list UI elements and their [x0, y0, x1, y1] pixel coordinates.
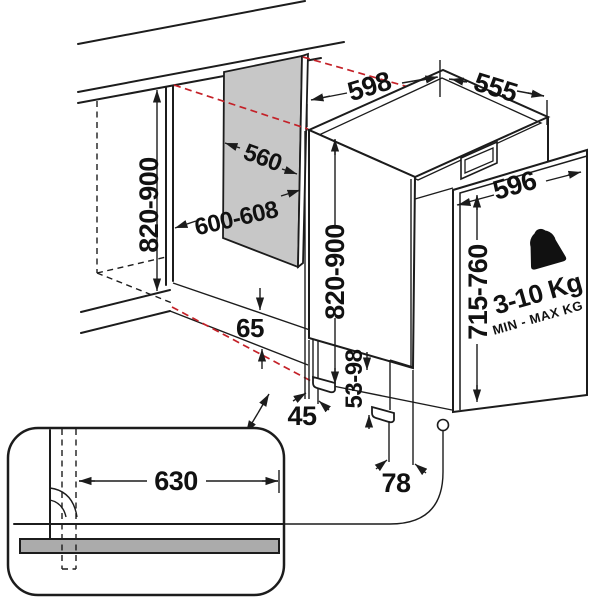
appliance-height-label: 820-900 [320, 224, 350, 320]
foot-offset-label: 45 [287, 401, 317, 431]
door-clearance-label: 630 [154, 466, 198, 496]
door-panel [452, 148, 588, 414]
detail-inset: 630 [6, 426, 286, 597]
inset-open-door-dashed [61, 429, 77, 570]
inset-plinth-bar [19, 538, 280, 554]
niche-height-label: 820-900 [134, 157, 164, 253]
foot-range-label: 53-98 [341, 349, 368, 408]
leader-circle [436, 418, 450, 432]
plinth-gap-label: 65 [236, 313, 264, 343]
dim-foot-range: 53-98 [341, 349, 374, 429]
dim-plinth-gap: 65 [236, 288, 267, 369]
dim-base-recess: 78 [374, 370, 428, 498]
niche-left-wall [165, 85, 174, 286]
niche-side-panel [222, 52, 309, 269]
niche-hidden-edges [96, 101, 173, 304]
inset-door-swing [49, 487, 78, 518]
base-recess-label: 78 [381, 468, 411, 498]
dim-niche-height: 820-900 [134, 89, 164, 292]
dim-door-height: 715-760 [463, 194, 493, 403]
weight-icon [530, 228, 567, 270]
door-height-label: 715-760 [463, 244, 493, 340]
dim-door-clearance: 630 [78, 466, 280, 496]
control-panel-recess [460, 140, 498, 181]
dim-foot-offset: 45 [245, 392, 332, 434]
dim-appliance-width: 598 [306, 60, 441, 127]
plinth-lines [80, 282, 311, 366]
detail-leader [284, 418, 450, 525]
dim-appliance-height: 820-900 [320, 138, 350, 385]
